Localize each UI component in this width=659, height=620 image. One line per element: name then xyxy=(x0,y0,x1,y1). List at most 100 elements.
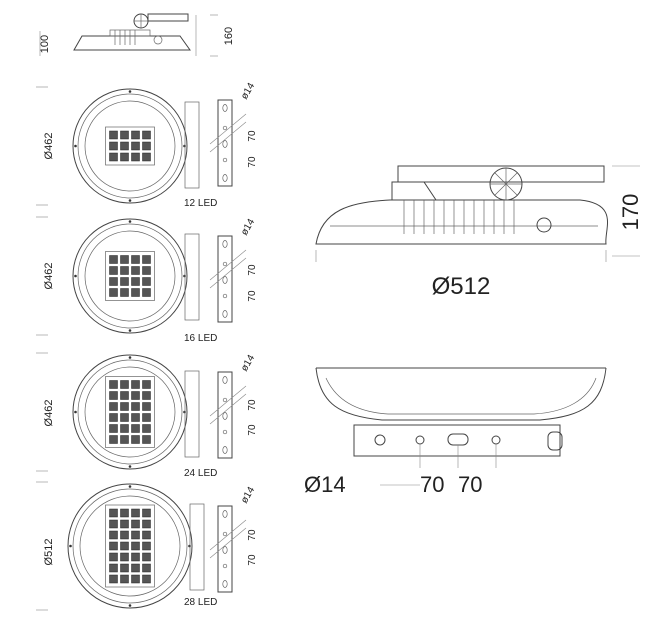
led-chip xyxy=(120,277,129,286)
led-chip xyxy=(142,552,151,562)
cooling-fins xyxy=(403,200,515,234)
bracket-hole xyxy=(222,293,228,299)
variant-led-label: 12 LED xyxy=(184,198,217,209)
mounting-plate xyxy=(184,370,200,458)
bracket-hole xyxy=(222,261,228,267)
valve-icon xyxy=(536,217,552,233)
variant-spacing-b: 70 xyxy=(247,156,258,168)
led-chip xyxy=(109,563,118,573)
led-chip xyxy=(131,130,140,140)
led-chip xyxy=(120,266,129,275)
led-chip xyxy=(120,413,129,422)
screw-dot xyxy=(183,274,186,278)
led-chip xyxy=(142,380,151,389)
led-chip xyxy=(109,424,118,433)
screw-dot xyxy=(128,356,132,359)
led-chip xyxy=(109,413,118,422)
led-chip xyxy=(120,141,129,151)
screw-dot xyxy=(183,410,186,414)
led-chip xyxy=(109,519,118,529)
led-chip xyxy=(142,141,151,151)
hole-leader-line xyxy=(209,393,247,425)
led-chip xyxy=(131,380,140,389)
bracket-slot xyxy=(222,310,228,318)
led-chip xyxy=(109,130,118,140)
led-chip xyxy=(120,541,129,551)
bracket-hole xyxy=(222,563,228,569)
screw-dot xyxy=(74,274,77,278)
screw-dot xyxy=(128,604,132,607)
led-chip xyxy=(142,266,151,275)
led-chip xyxy=(131,152,140,162)
screw-dot xyxy=(74,144,77,148)
variant-diameter: Ø462 xyxy=(43,133,55,160)
height-label-left: 100 xyxy=(39,35,51,53)
led-chip xyxy=(131,266,140,275)
led-chip xyxy=(109,402,118,411)
housing-outer-ring xyxy=(72,218,188,334)
led-board xyxy=(105,376,155,448)
led-chip xyxy=(109,288,118,297)
variant-diameter: Ø462 xyxy=(43,400,55,427)
led-chip xyxy=(120,530,129,540)
bottom-spacing-a: 70 xyxy=(420,472,444,497)
hole-leader-line xyxy=(209,121,247,153)
led-chip xyxy=(120,508,129,518)
mounting-plate xyxy=(184,101,200,189)
led-chip xyxy=(131,424,140,433)
variant-led-label: 24 LED xyxy=(184,468,217,479)
variant-diameter: Ø512 xyxy=(43,539,55,566)
bracket-slot xyxy=(222,446,228,454)
hole-leader-line xyxy=(209,249,247,281)
large-side-view: Ø512 170 xyxy=(315,165,643,300)
screw-dot xyxy=(69,544,72,548)
large-diameter-label: Ø512 xyxy=(432,273,491,300)
bracket-rail xyxy=(217,371,233,459)
led-chip xyxy=(142,563,151,573)
led-chip xyxy=(142,255,151,264)
led-chip xyxy=(109,380,118,389)
screw-dot xyxy=(128,485,132,488)
bracket-hole xyxy=(222,531,228,537)
bracket-hole xyxy=(222,429,228,435)
led-chip xyxy=(142,541,151,551)
led-chip xyxy=(109,530,118,540)
led-chip xyxy=(109,391,118,400)
led-chip xyxy=(142,277,151,286)
bracket-slot xyxy=(222,546,228,554)
bottom-spacing-b: 70 xyxy=(458,472,482,497)
large-bottom-view: Ø14 70 70 xyxy=(304,367,607,497)
led-chip xyxy=(131,435,140,444)
led-chip xyxy=(120,152,129,162)
led-board xyxy=(105,251,155,301)
lens-ring xyxy=(84,366,176,458)
led-chip xyxy=(142,435,151,444)
bracket-hole xyxy=(222,125,228,131)
screw-dot xyxy=(128,329,132,332)
led-chip xyxy=(131,519,140,529)
led-chip xyxy=(109,277,118,286)
mounting-plate xyxy=(184,233,200,321)
led-chip xyxy=(131,530,140,540)
screw-dot xyxy=(74,410,77,414)
led-chip xyxy=(120,574,129,584)
variant-spacing-a: 70 xyxy=(247,264,258,276)
led-chip xyxy=(142,508,151,518)
variant-spacing-a: 70 xyxy=(247,529,258,541)
hole-leader-line xyxy=(209,113,247,145)
bracket-hole xyxy=(222,157,228,163)
led-chip xyxy=(120,519,129,529)
bracket-slot xyxy=(222,412,228,420)
bracket-hole xyxy=(222,397,228,403)
bracket-hole-icon xyxy=(415,435,425,445)
bracket-slot xyxy=(222,140,228,148)
led-chip xyxy=(109,255,118,264)
height-label-right: 160 xyxy=(223,27,235,45)
led-chip xyxy=(142,152,151,162)
variant-led-label: 28 LED xyxy=(184,597,217,608)
hole-leader-line xyxy=(209,257,247,289)
hole-leader-line xyxy=(209,519,247,551)
variant-led-label: 16 LED xyxy=(184,333,217,344)
